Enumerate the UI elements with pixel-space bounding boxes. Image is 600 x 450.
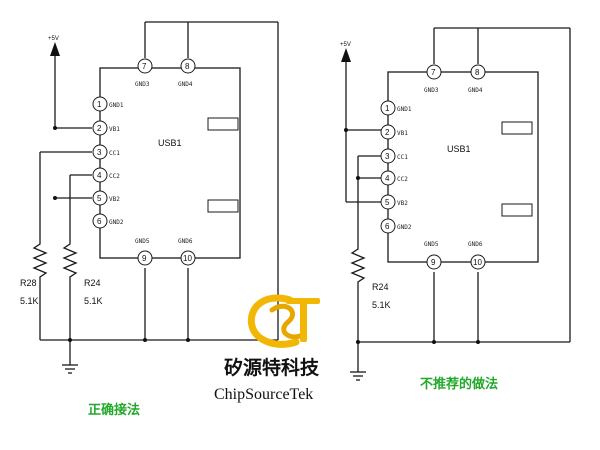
- brand-logo: 矽源特科技 ChipSourceTek: [214, 294, 320, 403]
- left-pin-3: 3 CC1: [92, 144, 120, 160]
- right-pin-7: 7 GND3: [424, 64, 442, 94]
- svg-text:3: 3: [97, 148, 102, 157]
- svg-text:4: 4: [385, 174, 390, 183]
- right-vcc-label: +5V: [340, 42, 351, 48]
- svg-text:7: 7: [431, 68, 436, 77]
- left-chip-label: USB1: [158, 138, 182, 148]
- svg-text:GND4: GND4: [178, 81, 193, 88]
- svg-text:10: 10: [473, 258, 482, 267]
- left-r28-value: 5.1K: [20, 296, 39, 306]
- left-pin-4: 4 CC2: [92, 167, 120, 183]
- right-pin-5: 5 VB2: [380, 194, 408, 210]
- left-pin-5: 5 VB2: [92, 190, 120, 206]
- svg-text:GND5: GND5: [424, 241, 439, 248]
- svg-text:GND6: GND6: [468, 241, 483, 248]
- right-caption: 不推荐的做法: [420, 376, 498, 392]
- svg-text:VB1: VB1: [397, 130, 408, 137]
- left-r24-ref: R24: [84, 278, 101, 288]
- left-chip-slot-bottom: [207, 199, 239, 213]
- svg-text:GND1: GND1: [109, 102, 124, 109]
- svg-text:8: 8: [185, 62, 190, 71]
- svg-text:4: 4: [97, 171, 102, 180]
- left-r28-ref: R28: [20, 278, 37, 288]
- svg-text:GND6: GND6: [178, 238, 193, 245]
- svg-text:GND5: GND5: [135, 238, 150, 245]
- left-vcc-arrow: [50, 42, 60, 56]
- right-chip-slot-bottom: [501, 203, 533, 217]
- svg-text:2: 2: [385, 128, 390, 137]
- right-pin-6: 6 GND2: [380, 218, 412, 234]
- right-chip-label: USB1: [447, 144, 471, 154]
- svg-text:GND2: GND2: [397, 224, 412, 231]
- logo-t-stem: [300, 300, 307, 342]
- svg-text:6: 6: [97, 217, 102, 226]
- left-pin-7: 7 GND3: [135, 58, 153, 88]
- left-pin-1: 1 GND1: [92, 96, 124, 112]
- left-vcc-label: +5V: [48, 36, 59, 42]
- svg-text:5: 5: [385, 198, 390, 207]
- svg-text:GND3: GND3: [424, 87, 439, 94]
- svg-text:GND4: GND4: [468, 87, 483, 94]
- brand-name-cn: 矽源特科技: [224, 356, 320, 379]
- svg-text:10: 10: [183, 254, 192, 263]
- left-chip-slot-top: [207, 117, 239, 131]
- logo-c-shape: [247, 294, 300, 348]
- right-usb-chip: [387, 71, 539, 263]
- left-pin-8: 8 GND4: [178, 58, 196, 88]
- svg-text:VB1: VB1: [109, 126, 120, 133]
- right-pin-4: 4 CC2: [380, 170, 408, 186]
- svg-text:2: 2: [97, 124, 102, 133]
- svg-text:VB2: VB2: [397, 200, 408, 207]
- logo-s-shape: [269, 303, 307, 340]
- svg-text:9: 9: [142, 254, 147, 263]
- left-r24-value: 5.1K: [84, 296, 103, 306]
- svg-text:6: 6: [385, 222, 390, 231]
- left-pin-2: 2 VB1: [92, 120, 120, 136]
- left-pin-10: 10 GND6: [178, 238, 196, 266]
- right-r24-ref: R24: [372, 282, 389, 292]
- svg-text:7: 7: [142, 62, 147, 71]
- right-vcc-arrow: [341, 48, 351, 62]
- left-pin-9: 9 GND5: [135, 238, 153, 266]
- svg-text:GND2: GND2: [109, 219, 124, 226]
- svg-text:GND1: GND1: [397, 106, 412, 113]
- left-usb-chip: [99, 67, 241, 259]
- left-pin-6: 6 GND2: [92, 213, 124, 229]
- right-r24-resistor: [350, 245, 366, 290]
- left-r28-resistor: [32, 240, 48, 285]
- svg-text:5: 5: [97, 194, 102, 203]
- right-pin-8: 8 GND4: [468, 64, 486, 94]
- left-r24-resistor: [62, 240, 78, 285]
- brand-name-en: ChipSourceTek: [214, 386, 313, 403]
- right-chip-slot-top: [501, 121, 533, 135]
- svg-text:9: 9: [431, 258, 436, 267]
- right-circuit: +5V USB1 R24 5.1K 1 GND: [340, 27, 571, 392]
- right-pin-2: 2 VB1: [380, 124, 408, 140]
- svg-text:GND3: GND3: [135, 81, 150, 88]
- svg-text:CC1: CC1: [397, 154, 408, 161]
- right-pin-9: 9 GND5: [424, 241, 442, 270]
- right-pin-1: 1 GND1: [380, 100, 412, 116]
- svg-text:CC2: CC2: [109, 173, 120, 180]
- svg-text:1: 1: [385, 104, 390, 113]
- svg-text:VB2: VB2: [109, 196, 120, 203]
- right-pin-10: 10 GND6: [468, 241, 486, 270]
- left-circuit: +5V USB1 R28 5.1K: [20, 21, 279, 418]
- svg-text:CC1: CC1: [109, 150, 120, 157]
- svg-text:CC2: CC2: [397, 176, 408, 183]
- right-pin-3: 3 CC1: [380, 148, 408, 164]
- left-caption: 正确接法: [88, 402, 140, 418]
- svg-text:3: 3: [385, 152, 390, 161]
- right-r24-value: 5.1K: [372, 300, 391, 310]
- svg-text:1: 1: [97, 100, 102, 109]
- svg-text:8: 8: [475, 68, 480, 77]
